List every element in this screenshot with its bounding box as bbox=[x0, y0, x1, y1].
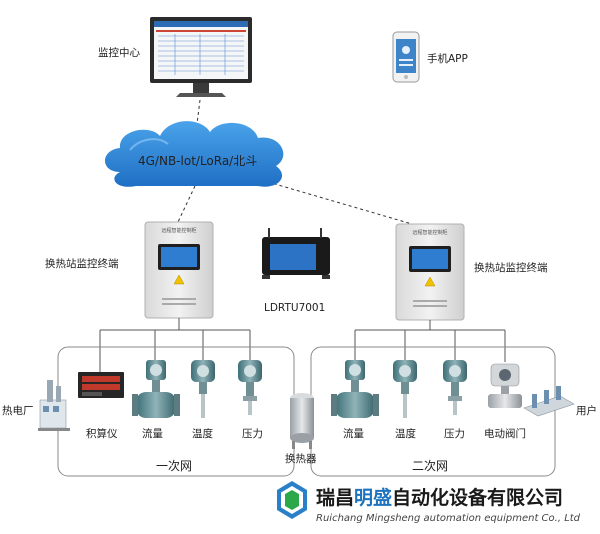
rtu-model-label: LDRTU7001 bbox=[264, 302, 325, 314]
pressure-sensor-primary bbox=[238, 360, 262, 415]
mobile-phone bbox=[392, 31, 420, 83]
monitor-center-label: 监控中心 bbox=[98, 46, 140, 59]
temperature-sensor-primary bbox=[191, 360, 215, 418]
heat-plant-label: 热电厂 bbox=[2, 404, 34, 417]
secondary-net-label: 二次网 bbox=[412, 459, 448, 473]
monitor-center-computer bbox=[150, 17, 252, 97]
control-cabinet-left: 远程智能控制柜 bbox=[144, 221, 214, 319]
mobile-app-label: 手机APP bbox=[427, 52, 468, 65]
rtu-device bbox=[262, 228, 330, 279]
company-name: 瑞昌明盛自动化设备有限公司 bbox=[316, 486, 563, 509]
company-name-suffix: 自动化设备有限公司 bbox=[392, 486, 563, 509]
device-label-totalizer: 积算仪 bbox=[86, 427, 118, 440]
user-radiator bbox=[523, 386, 575, 417]
company-name-prefix: 瑞昌 bbox=[316, 486, 354, 509]
control-cabinet-right: 远程智能控制柜 bbox=[395, 223, 465, 321]
device-label-electric-valve: 电动阀门 bbox=[484, 427, 526, 440]
flow-meter-secondary bbox=[331, 360, 379, 418]
heat-plant-equipment bbox=[38, 380, 70, 431]
company-name-en: Ruichang Mingsheng automation equipment … bbox=[316, 513, 581, 524]
cloud-network bbox=[105, 121, 284, 187]
device-label-temperature-secondary: 温度 bbox=[395, 427, 416, 440]
terminal-left-label: 换热站监控终端 bbox=[45, 257, 119, 270]
device-label-flow-primary: 流量 bbox=[142, 427, 163, 440]
pressure-sensor-secondary bbox=[443, 360, 467, 415]
device-label-pressure-secondary: 压力 bbox=[444, 427, 465, 440]
temperature-sensor-secondary bbox=[393, 360, 417, 418]
electric-valve bbox=[488, 363, 522, 408]
totalizer-instrument bbox=[78, 372, 124, 398]
user-label: 用户 bbox=[576, 404, 597, 417]
company-name-highlight: 明盛 bbox=[354, 486, 392, 509]
cabinet-right-header: 远程智能控制柜 bbox=[412, 229, 447, 236]
device-label-flow-secondary: 流量 bbox=[343, 427, 364, 440]
primary-net-label: 一次网 bbox=[156, 459, 192, 473]
heat-exchanger-tank bbox=[290, 393, 314, 449]
warning-icon bbox=[173, 274, 185, 285]
cloud-network-label: 4G/NB-lot/LoRa/北斗 bbox=[138, 154, 257, 168]
sensor-wiring bbox=[99, 318, 506, 372]
heat-exchanger-label: 换热器 bbox=[285, 452, 317, 465]
company-logo-icon bbox=[277, 481, 307, 519]
terminal-right-label: 换热站监控终端 bbox=[474, 261, 548, 274]
cabinet-left-header: 远程智能控制柜 bbox=[161, 227, 196, 234]
device-label-pressure-primary: 压力 bbox=[242, 427, 263, 440]
flow-meter-primary bbox=[132, 360, 180, 418]
device-label-temperature-primary: 温度 bbox=[192, 427, 213, 440]
warning-icon bbox=[424, 276, 436, 287]
